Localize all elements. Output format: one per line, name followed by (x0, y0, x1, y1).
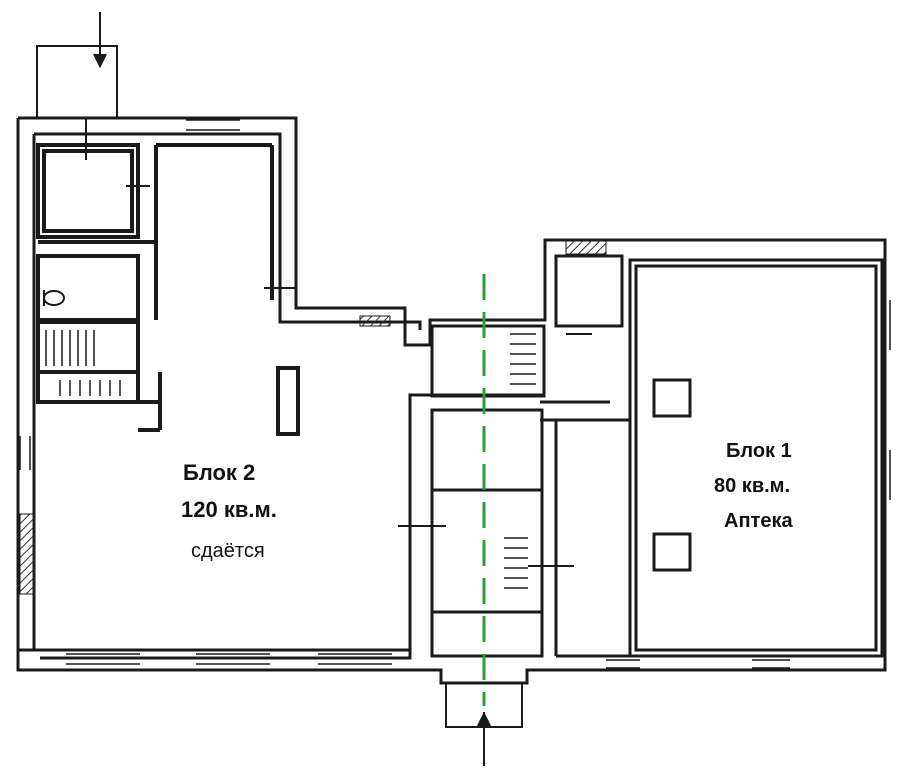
top-entrance (36, 12, 118, 119)
bottom-entrance (445, 682, 523, 766)
block-1-area: 80 кв.м. (714, 475, 791, 497)
left-building-partitions (36, 143, 300, 436)
toilet-icon (43, 290, 65, 306)
left-staircase (45, 330, 121, 396)
block-2-status: сдаётся (191, 540, 265, 562)
hatched-segments (19, 239, 607, 595)
door-marks (85, 118, 592, 567)
block-1-tenant: Аптека (724, 510, 793, 532)
block-2-title: Блок 2 (183, 460, 256, 485)
columns (652, 378, 692, 572)
right-building-walls (554, 254, 884, 658)
block-1-title: Блок 1 (726, 440, 792, 462)
windows (19, 119, 891, 669)
block-2-area: 120 кв.м. (181, 497, 277, 522)
middle-section-walls (430, 324, 610, 658)
middle-staircase (504, 333, 536, 589)
